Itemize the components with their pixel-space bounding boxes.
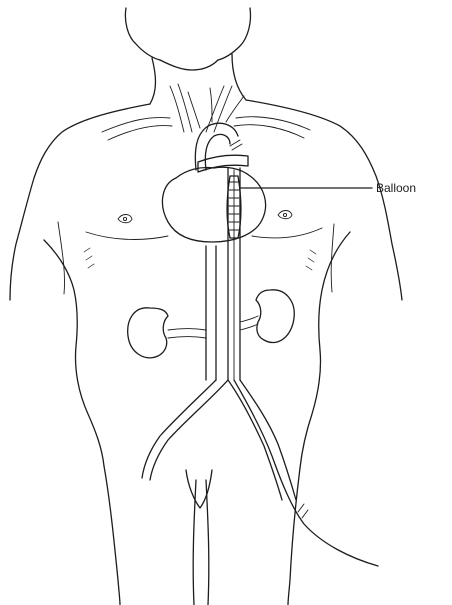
catheter-line (234, 380, 378, 566)
renal-vessels (168, 316, 258, 338)
balloon-callout: Balloon (240, 181, 416, 195)
left-kidney (128, 308, 168, 358)
iliac-arteries (142, 380, 296, 500)
aorta (228, 168, 240, 380)
vena-cava (206, 246, 216, 380)
balloon-label: Balloon (376, 181, 416, 195)
right-kidney (256, 290, 294, 343)
